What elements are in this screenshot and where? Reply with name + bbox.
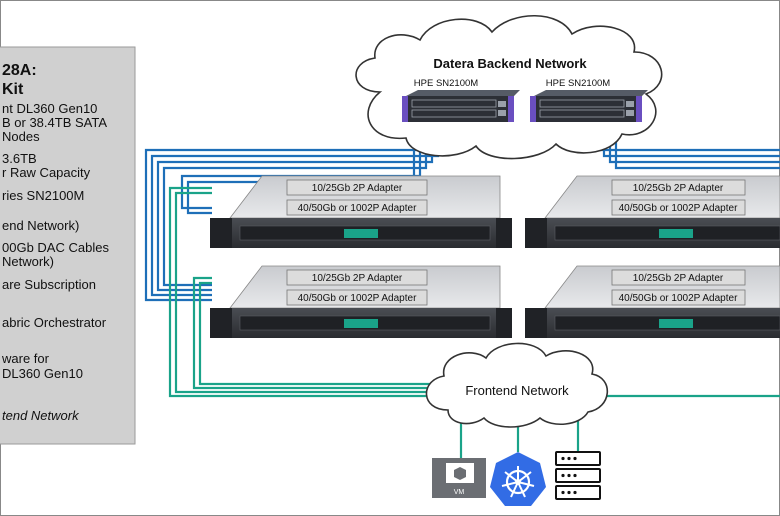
adapter-box (611, 269, 746, 286)
vm-label: VM (454, 489, 465, 496)
adapter-box (286, 199, 428, 216)
vm-icon-cube (454, 467, 466, 480)
switch-top (406, 90, 520, 96)
sidebar-item: tend Network (2, 408, 80, 423)
sidebar-item: r Raw Capacity (2, 165, 91, 180)
rack-leds (561, 456, 577, 495)
sidebar-item: end Network) (2, 218, 79, 233)
frontend-link (192, 276, 430, 390)
adapter-label-25gb: 10/25Gb 2P Adapter (312, 273, 403, 284)
server-status-bar (659, 319, 693, 328)
sidebar-item: B or 38.4TB SATA (2, 115, 107, 130)
server-ear (496, 308, 512, 338)
adapter-label-100gb: 40/50Gb or 1002P Adapter (619, 203, 738, 214)
server-ear (525, 218, 547, 248)
frontend-link (174, 191, 430, 394)
switch-right-label: HPE SN2100M (546, 78, 611, 89)
server-status-bar (659, 229, 693, 238)
server-dl360-upper-left: 10/25Gb 2P Adapter 40/50Gb or 1002P Adap… (210, 175, 512, 248)
sidebar-item: ware for (1, 351, 50, 366)
sidebar-item: abric Orchestrator (2, 315, 107, 330)
sidebar-panel: 28A: Kit nt DL360 Gen10 B or 38.4TB SATA… (0, 46, 136, 445)
switch-left-label: HPE SN2100M (414, 78, 479, 89)
sidebar-item: are Subscription (2, 277, 96, 292)
sidebar-item: Network) (2, 254, 54, 269)
server-ear (210, 218, 232, 248)
cloud-shape (355, 15, 663, 160)
adapter-box (286, 269, 428, 286)
server-dl360-lower-right: 10/25Gb 2P Adapter 40/50Gb or 1002P Adap… (525, 265, 780, 338)
adapter-label-100gb: 40/50Gb or 1002P Adapter (619, 293, 738, 304)
switch-handle (508, 96, 514, 122)
adapter-box (611, 179, 746, 196)
server-status-bar (344, 229, 378, 238)
adapter-label-100gb: 40/50Gb or 1002P Adapter (298, 293, 417, 304)
switch-handle (530, 96, 536, 122)
backend-link (180, 120, 422, 210)
switch-sn2100m-left (402, 90, 520, 122)
backend-network-label: Datera Backend Network (433, 56, 587, 71)
adapter-label-100gb: 40/50Gb or 1002P Adapter (298, 203, 417, 214)
backend-link (186, 120, 416, 215)
switch-handle (636, 96, 642, 122)
server-dl360-lower-left: 10/25Gb 2P Adapter 40/50Gb or 1002P Adap… (210, 265, 512, 338)
switch-sn2100m-right (530, 90, 648, 122)
backend-network-cloud: Datera Backend Network HPE SN2100M HPE S… (355, 15, 663, 160)
kubernetes-wheel-icon (490, 452, 546, 506)
frontend-network-cloud: Frontend Network (425, 342, 609, 428)
server-dl360-upper-right: 10/25Gb 2P Adapter 40/50Gb or 1002P Adap… (525, 175, 780, 248)
sidebar-item: Nodes (2, 129, 40, 144)
switch-ports (539, 99, 634, 118)
rack-unit (555, 485, 601, 500)
adapter-label-25gb: 10/25Gb 2P Adapter (633, 273, 724, 284)
sidebar-item: 00Gb DAC Cables (2, 240, 109, 255)
adapter-box (286, 179, 428, 196)
kubernetes-wheel-hub (515, 479, 521, 485)
server-rack-icon (555, 451, 601, 500)
frontend-link (168, 186, 430, 398)
rack-unit (555, 468, 601, 483)
server-ear (210, 308, 232, 338)
adapter-label-25gb: 10/25Gb 2P Adapter (633, 183, 724, 194)
rack-unit (555, 451, 601, 466)
frontend-network-label: Frontend Network (465, 383, 569, 398)
switch-ports (411, 99, 506, 118)
switch-handle (402, 96, 408, 122)
sidebar-item: ries SN2100M (2, 188, 84, 203)
sidebar-title-line2: Kit (2, 81, 24, 98)
sidebar-item: 3.6TB (2, 151, 37, 166)
switch-top (534, 90, 648, 96)
adapter-label-25gb: 10/25Gb 2P Adapter (312, 183, 403, 194)
frontend-link (198, 281, 430, 386)
adapter-box (286, 289, 428, 306)
sidebar-item: nt DL360 Gen10 (2, 101, 97, 116)
cloud-shape (425, 342, 609, 428)
adapter-box (611, 289, 746, 306)
adapter-box (611, 199, 746, 216)
server-ear (496, 218, 512, 248)
sidebar-item: DL360 Gen10 (2, 366, 83, 381)
server-status-bar (344, 319, 378, 328)
vm-monitor-icon: VM (432, 458, 486, 498)
sidebar-title-line1: 28A: (2, 62, 37, 79)
sidebar-background (0, 46, 136, 445)
server-ear (525, 308, 547, 338)
